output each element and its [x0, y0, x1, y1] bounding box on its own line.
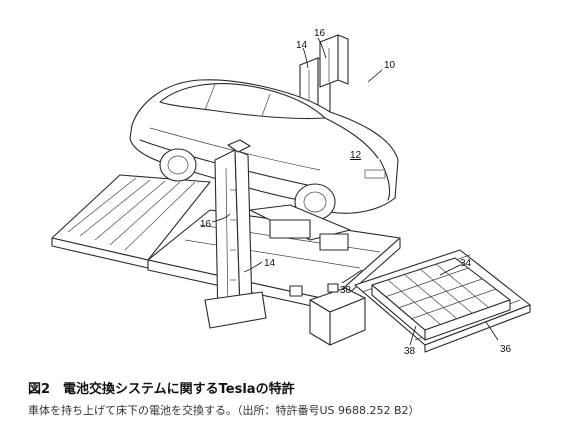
ref-38-bottom: 38: [404, 346, 416, 357]
lift-column-front: [204, 139, 267, 329]
ref-38-mid: 38: [340, 285, 352, 296]
ref-36: 36: [500, 344, 512, 355]
drive-ramp: [51, 174, 211, 269]
ref-14-mid: 14: [264, 258, 276, 269]
battery-pack: [371, 257, 511, 341]
vehicle-support: [249, 204, 351, 251]
equipment-box: [289, 283, 366, 346]
ref-34: 34: [460, 258, 472, 269]
leader-lines: [211, 37, 499, 346]
ref-12: 12: [350, 150, 362, 161]
ref-14-top: 14: [296, 40, 308, 51]
vehicle: [129, 79, 399, 221]
ref-10: 10: [384, 60, 396, 71]
figure-caption-title: 図2 電池交換システムに関するTeslaの特許: [28, 382, 295, 397]
ref-16-top: 16: [314, 28, 326, 39]
figure-caption-subtitle: 車体を持ち上げて床下の電池を交換する。（出所：特許番号US 9688.252 B…: [28, 404, 420, 417]
patent-drawing: 16 14 10 12 16 14 34 38 38 36: [51, 28, 531, 357]
ref-16-left: 16: [200, 219, 212, 230]
